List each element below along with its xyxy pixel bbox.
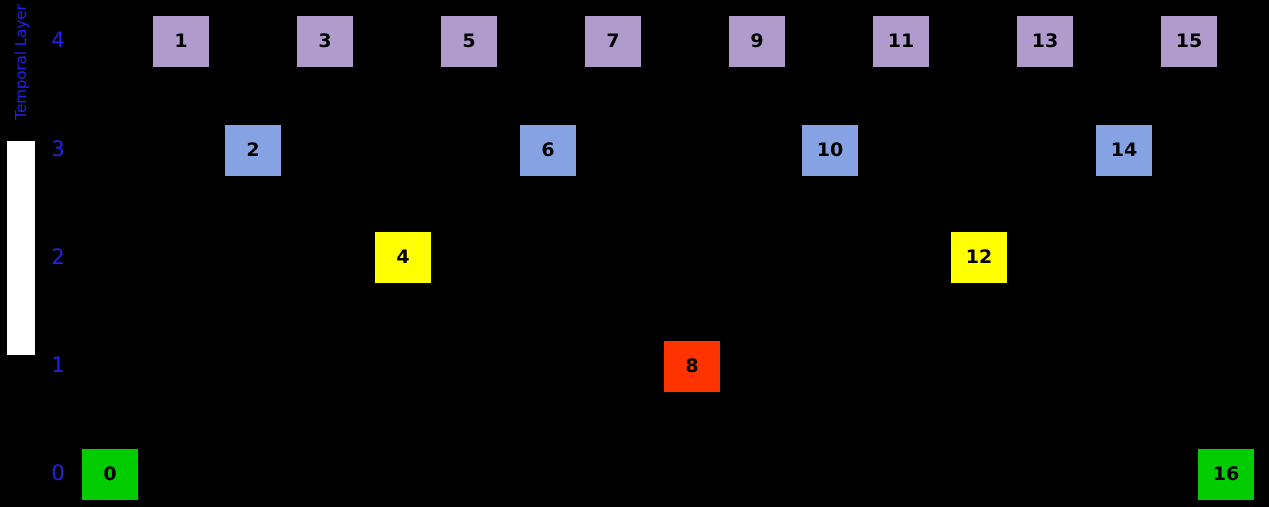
frame-box-11[interactable]: 11 [872,15,930,68]
frame-box-14[interactable]: 14 [1095,124,1153,177]
frame-box-13[interactable]: 13 [1016,15,1074,68]
y-axis-label: Temporal Layer [12,4,30,120]
frame-box-16[interactable]: 16 [1197,448,1255,501]
frame-box-6[interactable]: 6 [519,124,577,177]
frame-box-2[interactable]: 2 [224,124,282,177]
y-axis-label-strip: Temporal Layer [7,4,35,355]
frame-box-15[interactable]: 15 [1160,15,1218,68]
y-axis-tick-2: 2 [51,245,65,269]
frame-box-5[interactable]: 5 [440,15,498,68]
y-axis-tick-3: 3 [51,137,65,161]
y-axis-tick-0: 0 [51,461,65,485]
frame-box-3[interactable]: 3 [296,15,354,68]
frame-box-1[interactable]: 1 [152,15,210,68]
frame-box-10[interactable]: 10 [801,124,859,177]
y-axis-tick-4: 4 [51,28,65,52]
frame-box-12[interactable]: 12 [950,231,1008,284]
frame-box-8[interactable]: 8 [663,340,721,393]
frame-box-7[interactable]: 7 [584,15,642,68]
y-axis-tick-1: 1 [51,353,65,377]
frame-box-9[interactable]: 9 [728,15,786,68]
frame-box-0[interactable]: 0 [81,448,139,501]
frame-box-4[interactable]: 4 [374,231,432,284]
